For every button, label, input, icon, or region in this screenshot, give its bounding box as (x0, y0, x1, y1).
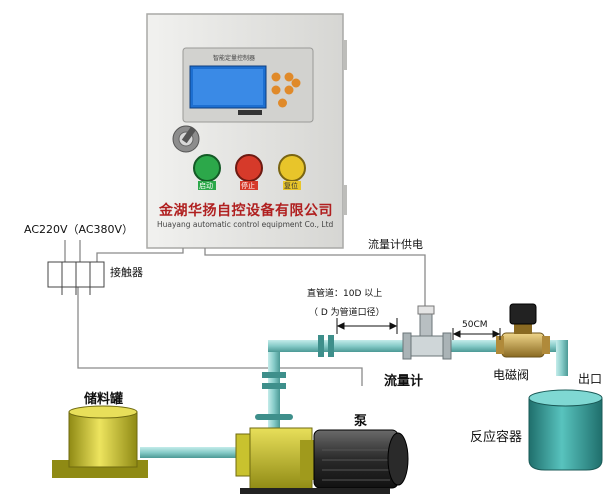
company-name-en: Huayang automatic control equipment Co.,… (157, 220, 334, 229)
flowmeter (402, 305, 452, 360)
control-cabinet (146, 13, 347, 249)
reset-button-label: 复位 (284, 182, 298, 190)
pump-label: 泵 (354, 414, 368, 429)
wiring (64, 240, 426, 386)
solenoid-valve-label: 电磁阀 (493, 368, 530, 382)
outlet-label: 出口 (578, 372, 603, 386)
distance-label: 50CM (462, 320, 488, 330)
flowmeter-power-label: 流量计供电 (368, 238, 423, 251)
start-button-label: 启动 (199, 182, 213, 190)
storage-tank (52, 405, 148, 478)
contactor-label: 接触器 (110, 266, 143, 279)
pump-motor (235, 427, 409, 494)
company-name-cn: 金湖华扬自控设备有限公司 (159, 203, 333, 219)
screen-header: 智能定量控制器 (213, 55, 256, 62)
stop-button-label: 停止 (241, 182, 255, 190)
pipe-diameter-note: （ D 为管道口径） (309, 308, 385, 318)
solenoid-valve (496, 303, 550, 358)
storage-tank-label: 储料罐 (84, 392, 124, 407)
dimension-arrows (336, 318, 501, 340)
flowmeter-label: 流量计 (384, 374, 424, 389)
reaction-vessel (528, 389, 603, 471)
straight-pipe-label: 直管道：10D 以上 (307, 289, 383, 299)
power-supply-label: AC220V（AC380V） (24, 223, 134, 236)
reaction-vessel-label: 反应容器 (470, 430, 523, 445)
contactor (47, 261, 105, 295)
